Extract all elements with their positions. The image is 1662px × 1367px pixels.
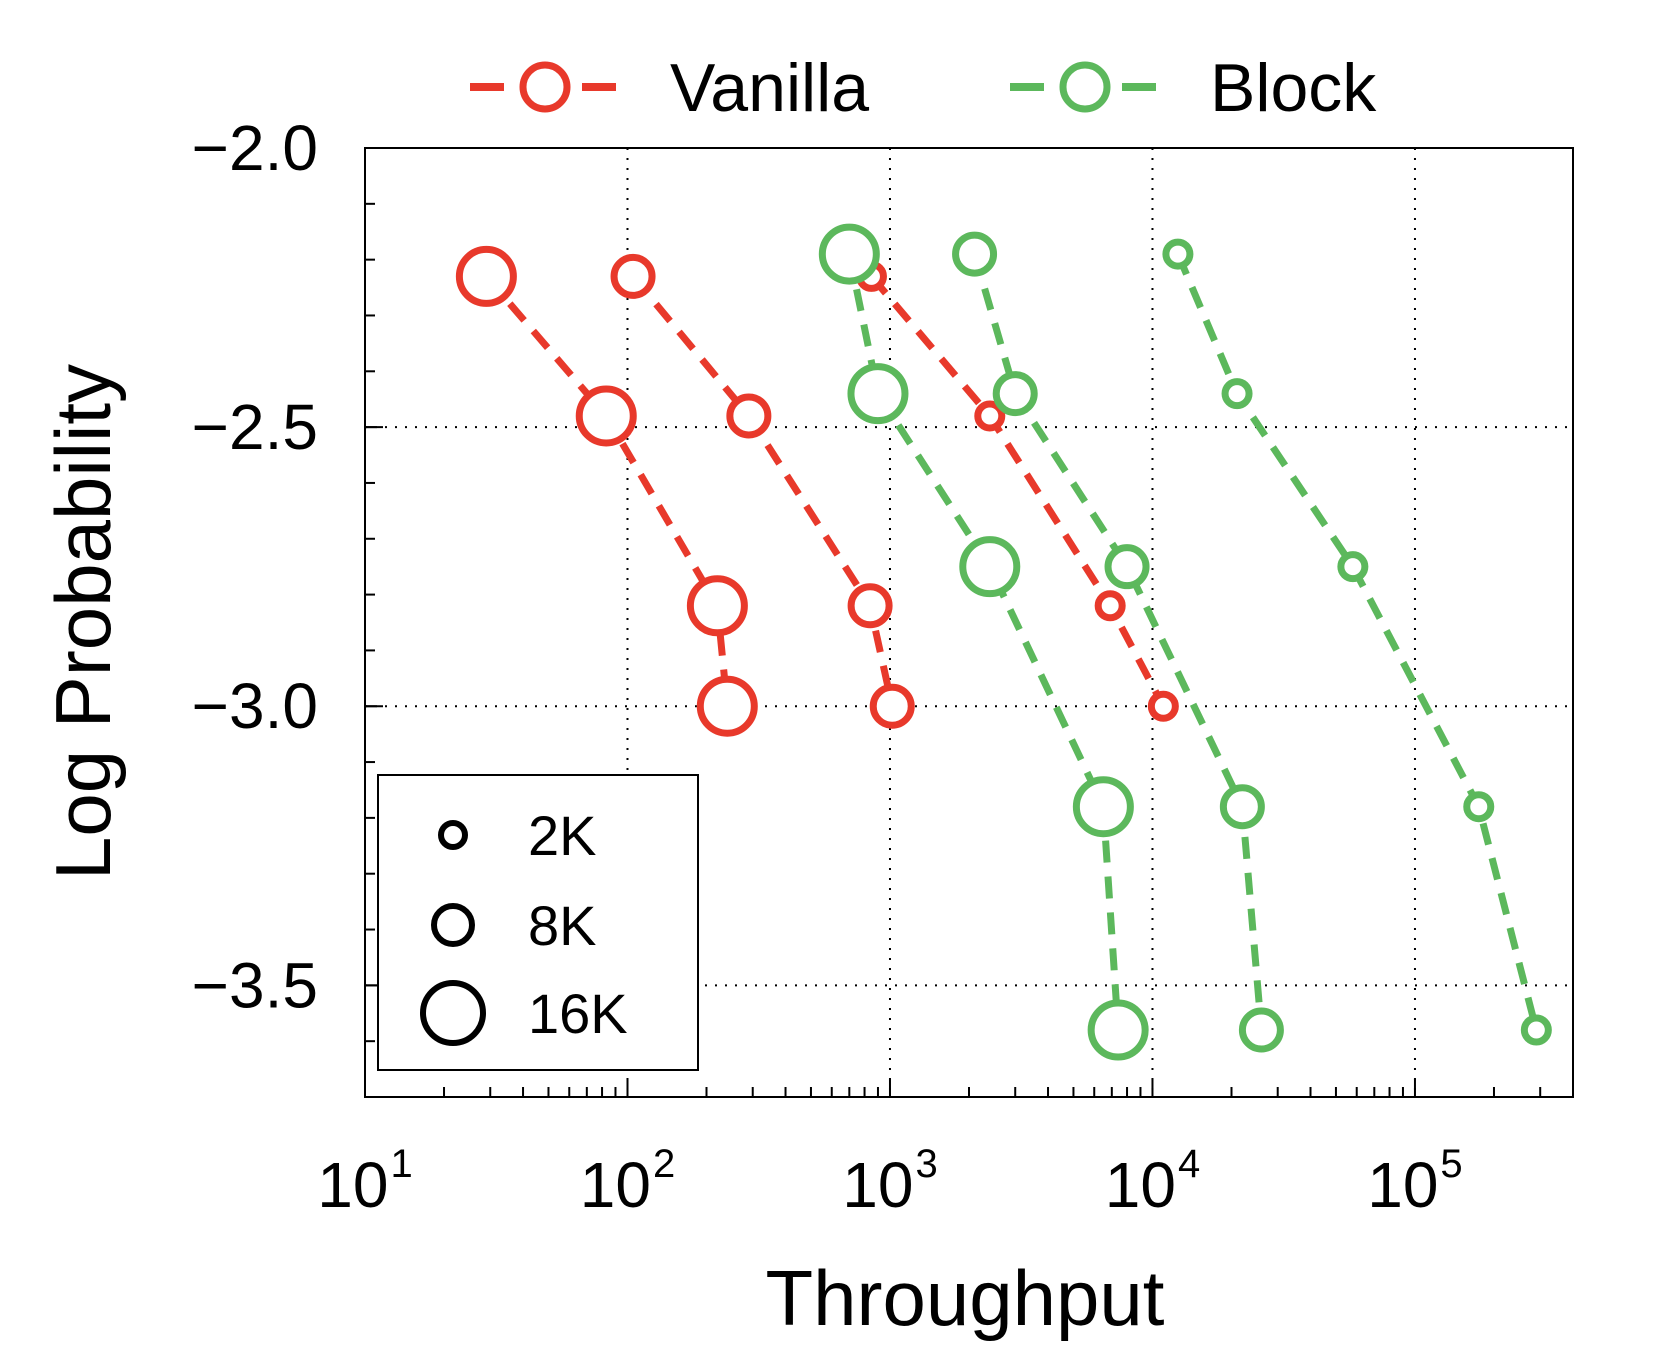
size-marker [420, 980, 486, 1046]
legend-label: Vanilla [670, 50, 869, 126]
x-axis-label: Throughput [766, 1254, 1165, 1342]
y-tick-label: −2.0 [192, 112, 318, 184]
size-label: 16K [528, 982, 628, 1045]
data-point [726, 393, 772, 439]
series-legend: Vanilla Block [470, 50, 1377, 126]
data-point [818, 223, 880, 285]
series-line [868, 274, 1167, 708]
x-tick-label: 101 [317, 1142, 412, 1221]
data-point [847, 363, 909, 425]
x-tick-label: 105 [1367, 1142, 1462, 1221]
size-label: 2K [528, 804, 597, 867]
size-label: 8K [528, 894, 597, 957]
data-point [992, 371, 1038, 417]
series-block-16k [818, 223, 1149, 1061]
series-layer [455, 223, 1552, 1061]
series-line [630, 274, 896, 707]
data-point [1104, 544, 1150, 590]
x-tick-label: 103 [842, 1142, 937, 1221]
x-tick-label: 102 [580, 1142, 675, 1221]
data-point [869, 683, 915, 729]
data-point [1219, 784, 1265, 830]
data-point [1072, 776, 1134, 838]
data-point [1221, 378, 1253, 410]
size-marker [431, 903, 475, 947]
size-legend-entry: 8K [431, 894, 597, 957]
data-point [1520, 1014, 1552, 1046]
legend-label: Block [1210, 50, 1377, 126]
axis-ticks: 101 102 103 104 105 −2.0 −2.5 −3.0 −3.5 [192, 112, 1574, 1221]
data-point [610, 253, 656, 299]
size-legend-entry: 2K [438, 804, 597, 867]
series-vanilla-16k [455, 245, 758, 737]
y-tick-label: −3.0 [192, 670, 318, 742]
data-point [1337, 551, 1369, 583]
data-point [575, 385, 637, 447]
data-point [1094, 590, 1126, 622]
data-point [952, 231, 998, 277]
series-line [1174, 252, 1540, 1031]
data-point [686, 575, 748, 637]
x-tick-label: 104 [1105, 1142, 1200, 1221]
data-point [959, 536, 1021, 598]
series-line [845, 253, 1122, 1031]
data-point [1463, 791, 1495, 823]
series-block-2k [1162, 238, 1552, 1046]
y-tick-label: −3.5 [192, 949, 318, 1021]
legend-marker [519, 61, 571, 113]
series-line [483, 274, 731, 707]
y-axis-label: Log Probability [39, 364, 127, 880]
legend-entry-vanilla: Vanilla [470, 50, 869, 126]
data-point [974, 400, 1006, 432]
size-marker [438, 820, 468, 850]
data-point [1162, 238, 1194, 270]
series-vanilla-2k [855, 260, 1179, 722]
legend-entry-block: Block [1010, 50, 1377, 126]
data-point [847, 583, 893, 629]
legend-marker [1059, 61, 1111, 113]
data-point [696, 675, 758, 737]
data-point [1147, 690, 1179, 722]
series-block-8k [952, 231, 1284, 1053]
size-legend-entry: 16K [420, 980, 628, 1046]
data-point [1238, 1007, 1284, 1053]
series-vanilla-8k [610, 253, 915, 729]
data-point [455, 245, 517, 307]
series-line [971, 253, 1265, 1031]
y-tick-label: −2.5 [192, 391, 318, 463]
data-point [1087, 999, 1149, 1061]
size-legend: 2K 8K 16K [377, 774, 699, 1071]
